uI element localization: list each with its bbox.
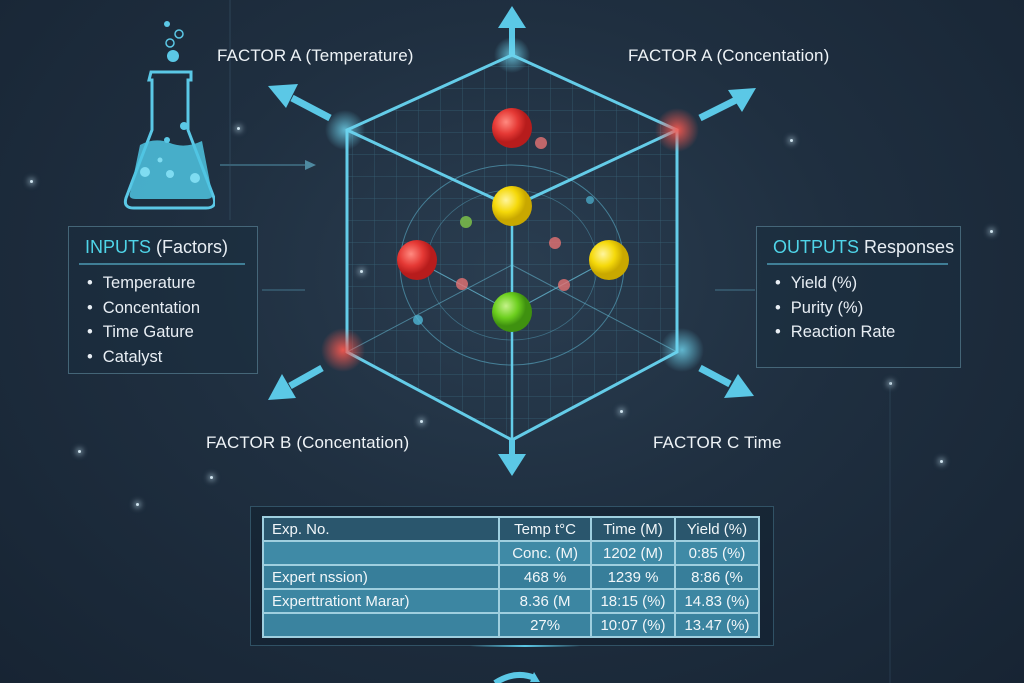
factor-a-concentration-label: FACTOR A (Concentation)	[628, 46, 830, 65]
design-space-cube	[321, 6, 704, 476]
header-cell: Temp t°C	[498, 516, 593, 542]
output-item: Yield (%)	[775, 271, 960, 296]
factor-a-temperature-label: FACTOR A (Temperature)	[217, 46, 414, 65]
glow-line	[470, 645, 580, 647]
table-cell	[261, 612, 501, 638]
table-cell: 10:07 (%)	[590, 612, 676, 638]
input-item: Catalyst	[87, 345, 257, 370]
table-cell: 14.83 (%)	[673, 588, 761, 614]
outputs-panel: OUTPUTS Responses Yield (%) Purity (%) R…	[756, 226, 961, 368]
flask-icon	[123, 21, 215, 210]
table-row: Expert nssion) 468 % 1239 % 8:86 (%	[261, 564, 761, 590]
star-dot	[420, 420, 423, 423]
table-cell: 18:15 (%)	[590, 588, 676, 614]
table-cell: Conc. (M)	[498, 540, 593, 566]
experiment-table: Exp. No. Temp t°C Time (M) Yield (%) Con…	[261, 516, 761, 638]
output-item: Purity (%)	[775, 296, 960, 321]
input-item: Temperature	[87, 271, 257, 296]
star-dot	[30, 180, 33, 183]
table-cell: 0:85 (%)	[673, 540, 761, 566]
cycle-arrow-icon	[493, 671, 540, 683]
table-cell: Expert nssion)	[261, 564, 501, 590]
star-dot	[78, 450, 81, 453]
header-cell: Time (M)	[590, 516, 676, 542]
factor-c-time-label: FACTOR C Time	[653, 433, 782, 452]
inputs-list: Temperature Concentation Time Gature Cat…	[69, 271, 257, 369]
star-dot	[620, 410, 623, 413]
table-cell: Experttrationt Marar)	[261, 588, 501, 614]
table-row: Conc. (M) 1202 (M) 0:85 (%)	[261, 540, 761, 566]
table-header-row: Exp. No. Temp t°C Time (M) Yield (%)	[261, 516, 761, 542]
star-dot	[889, 382, 892, 385]
input-item: Time Gature	[87, 320, 257, 345]
table-cell: 1239 %	[590, 564, 676, 590]
header-cell: Exp. No.	[261, 516, 501, 542]
star-dot	[940, 460, 943, 463]
table-cell	[261, 540, 501, 566]
outputs-list: Yield (%) Purity (%) Reaction Rate	[757, 271, 960, 345]
outputs-panel-title: OUTPUTS Responses	[773, 237, 955, 257]
table-row: 27% 10:07 (%) 13.47 (%)	[261, 612, 761, 638]
output-item: Reaction Rate	[775, 320, 960, 345]
table-cell: 1202 (M)	[590, 540, 676, 566]
table-cell: 8.36 (M	[498, 588, 593, 614]
inputs-panel-title: INPUTS (Factors)	[85, 237, 229, 257]
panel-divider	[79, 263, 245, 265]
panel-divider	[767, 263, 948, 265]
table-row: Experttrationt Marar) 8.36 (M 18:15 (%) …	[261, 588, 761, 614]
table-cell: 468 %	[498, 564, 593, 590]
header-cell: Yield (%)	[673, 516, 761, 542]
input-item: Concentation	[87, 296, 257, 321]
star-dot	[990, 230, 993, 233]
factor-b-concentration-label: FACTOR B (Concentation)	[206, 433, 410, 452]
star-dot	[790, 139, 793, 142]
star-dot	[210, 476, 213, 479]
star-dot	[136, 503, 139, 506]
inputs-panel: INPUTS (Factors) Temperature Concentatio…	[68, 226, 258, 374]
star-dot	[237, 127, 240, 130]
table-cell: 8:86 (%	[673, 564, 761, 590]
table-cell: 13.47 (%)	[673, 612, 761, 638]
table-cell: 27%	[498, 612, 593, 638]
